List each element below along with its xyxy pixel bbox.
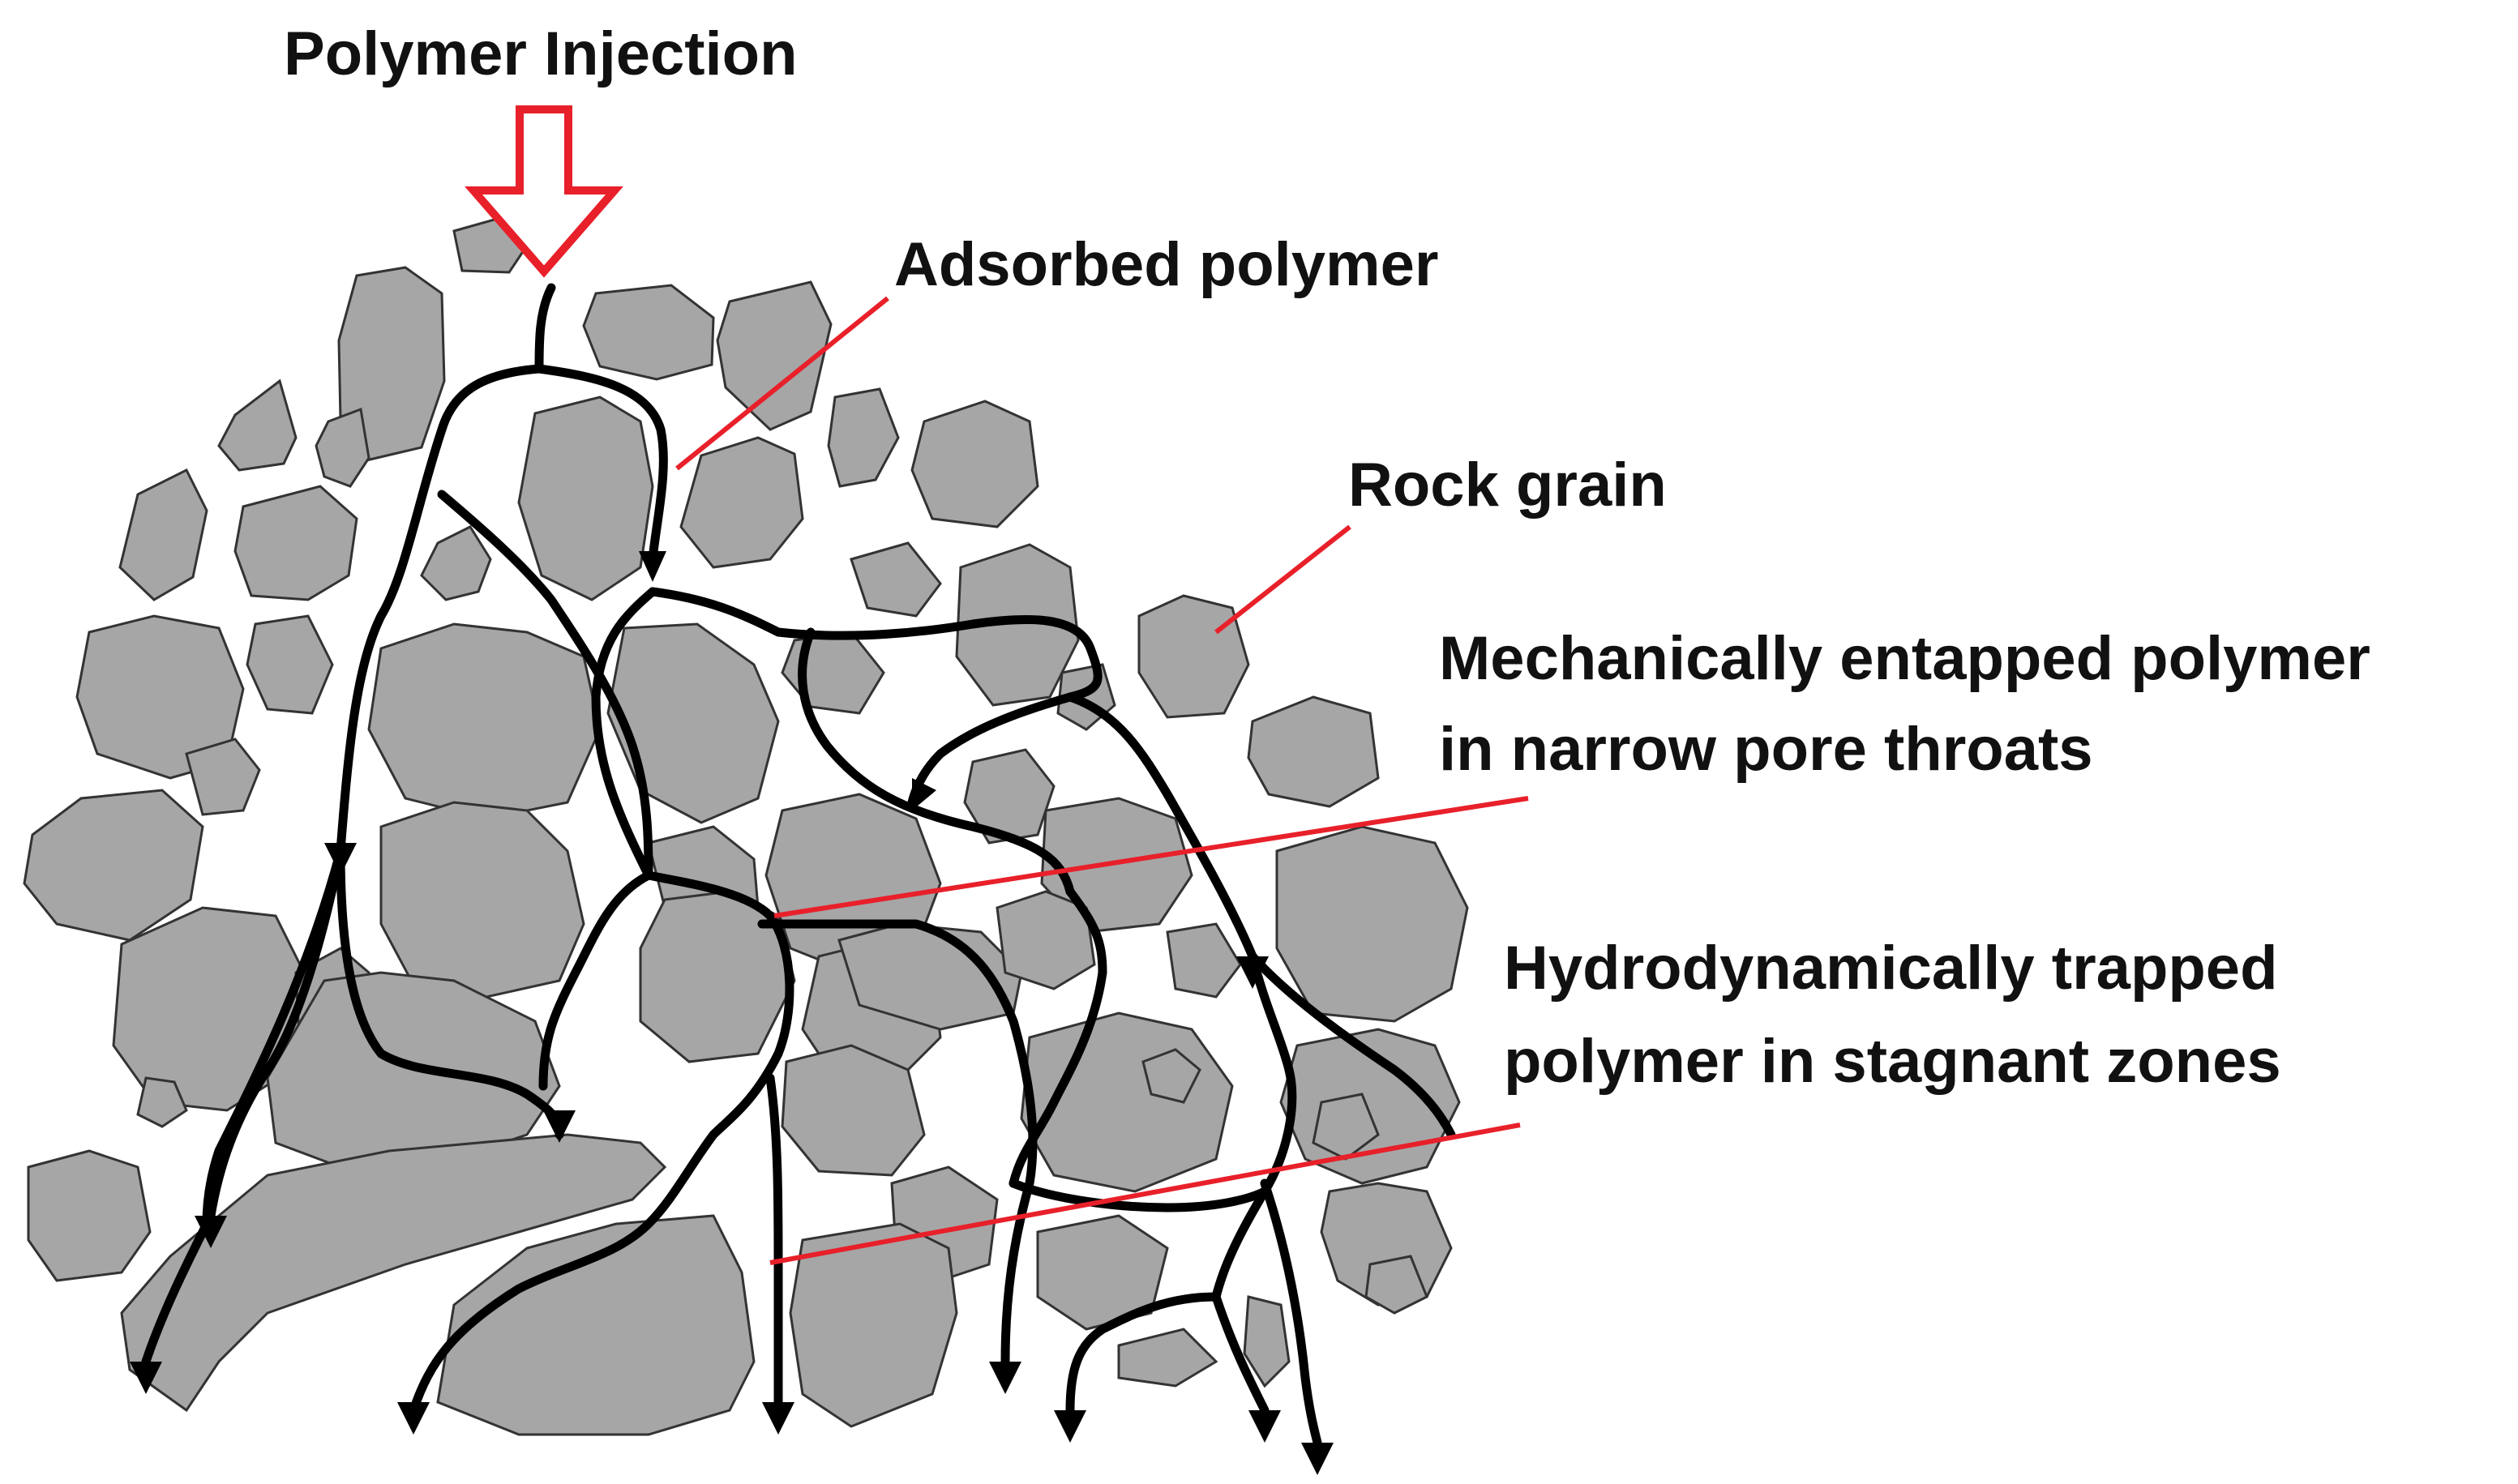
- flow-path: [1211, 952, 1297, 1302]
- rock-grain: [118, 468, 208, 601]
- rock-grain: [963, 748, 1056, 845]
- flow-path: [1211, 1292, 1270, 1415]
- rock-grains: [23, 216, 1469, 1436]
- flow-path: [765, 1073, 783, 1415]
- label-hydrodynamically-trapped-line1: Hydrodynamically trapped: [1504, 934, 2278, 1003]
- rock-grain: [1312, 1093, 1380, 1161]
- arrowhead-down-icon: [762, 1402, 794, 1435]
- rock-grain: [1166, 922, 1242, 999]
- flow-path: [591, 587, 657, 880]
- rock-grain: [789, 1222, 958, 1428]
- flow-path: [336, 846, 564, 1140]
- flow-path: [534, 364, 668, 564]
- rock-grain: [23, 789, 204, 942]
- arrowhead-down-icon: [912, 778, 936, 810]
- arrowhead-down-icon: [324, 843, 357, 875]
- rock-grain: [1247, 695, 1380, 808]
- label-polymer-injection: Polymer Injection: [284, 19, 798, 88]
- rock-grain: [606, 622, 780, 824]
- arrowhead-down-icon: [989, 1362, 1021, 1394]
- arrowhead-down-icon: [543, 1110, 576, 1143]
- rock-grain: [1036, 1214, 1169, 1331]
- rock-grain: [436, 1214, 756, 1436]
- rock-grain: [1117, 1328, 1218, 1388]
- flow-path: [1260, 1178, 1322, 1448]
- rock-grain: [716, 280, 833, 431]
- flow-path: [1248, 952, 1456, 1140]
- rock-grain: [136, 1076, 188, 1128]
- callout-leader-lines: [675, 296, 1529, 1265]
- rock-grain: [420, 525, 492, 601]
- rock-grain: [217, 378, 298, 472]
- arrowhead-down-icon: [130, 1362, 162, 1394]
- flow-path: [1065, 1292, 1221, 1415]
- rock-grain: [337, 266, 446, 462]
- flow-path: [1008, 887, 1107, 1188]
- arrowhead-down-icon: [195, 1216, 227, 1248]
- flow-arrowheads: [130, 551, 1334, 1475]
- label-rock-grain: Rock grain: [1348, 451, 1667, 520]
- flow-path: [798, 627, 1075, 896]
- rock-grain: [781, 631, 885, 715]
- rock-grain: [1141, 1048, 1201, 1104]
- hollow-down-arrow-icon: [465, 105, 623, 278]
- rock-grain: [185, 738, 261, 816]
- rock-grain: [246, 614, 334, 715]
- rock-grain: [1364, 1255, 1428, 1315]
- flow-path: [206, 846, 345, 1221]
- rock-grain: [315, 407, 370, 488]
- label-adsorbed-polymer: Adsorbed polymer: [894, 230, 1438, 299]
- rock-grain: [379, 801, 585, 999]
- flow-path: [336, 364, 544, 856]
- leader-line-hydrodynamic: [769, 1123, 1521, 1265]
- rock-grain: [233, 485, 358, 601]
- label-hydrodynamically-trapped-line2: polymer in stagnant zones: [1504, 1027, 2281, 1096]
- rock-grain: [679, 436, 804, 569]
- label-mechanically-entrapped-line1: Mechanically entapped polymer: [1439, 624, 2370, 693]
- flow-path: [141, 1211, 216, 1366]
- flow-path: [202, 846, 345, 1229]
- rock-grain: [582, 284, 715, 381]
- flow-path: [648, 587, 1103, 702]
- flow-path: [534, 283, 556, 374]
- flow-path: [437, 490, 653, 880]
- flow-path: [538, 870, 653, 1091]
- leader-line-mechanical: [773, 796, 1529, 918]
- flow-path: [1065, 692, 1257, 961]
- rock-grain: [850, 541, 942, 618]
- leader-line-adsorbed: [675, 296, 889, 471]
- arrowhead-down-icon: [1248, 1410, 1281, 1443]
- arrowhead-down-icon: [1236, 956, 1269, 989]
- arrowhead-down-icon: [1054, 1410, 1086, 1443]
- rock-grain: [367, 622, 602, 820]
- flow-path: [409, 870, 794, 1415]
- arrowhead-down-icon: [639, 551, 666, 582]
- arrowhead-down-icon: [1301, 1443, 1334, 1475]
- rock-grain: [1137, 594, 1250, 719]
- rock-grain: [517, 396, 654, 601]
- rock-grain: [996, 890, 1096, 990]
- flow-path: [757, 919, 1038, 1366]
- rock-grain: [27, 1149, 152, 1282]
- rock-grain: [781, 1044, 926, 1177]
- rock-grain: [955, 543, 1080, 707]
- label-mechanically-entrapped-line2: in narrow pore throats: [1439, 715, 2093, 784]
- arrowhead-down-icon: [397, 1402, 430, 1435]
- rock-grain: [1275, 825, 1469, 1023]
- polymer-flow-paths: [141, 283, 1456, 1448]
- rock-grain: [827, 387, 900, 488]
- flow-path: [1008, 1178, 1270, 1212]
- rock-grain: [1243, 1295, 1291, 1388]
- leader-line-rock-grain: [1214, 524, 1351, 635]
- rock-grain: [910, 400, 1039, 528]
